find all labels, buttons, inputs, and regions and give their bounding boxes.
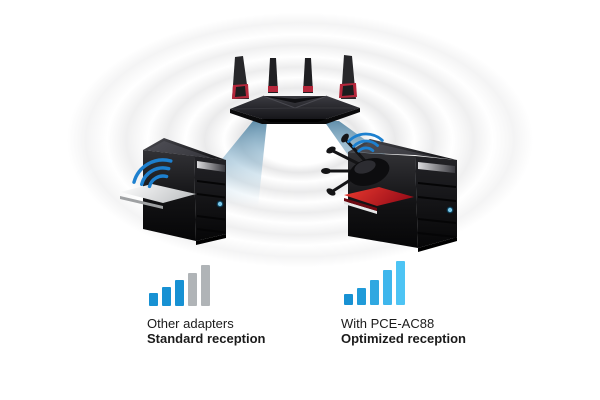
signal-bar (344, 294, 353, 305)
signal-bar (396, 261, 405, 305)
signal-bar (149, 293, 158, 306)
caption-standard: Other adapters Standard reception (147, 316, 265, 346)
signal-bar (383, 270, 392, 305)
wifi-signal-arcs-icon (132, 158, 173, 189)
signal-bars-standard (149, 265, 210, 306)
signal-bar (357, 288, 366, 305)
signal-bar (370, 280, 379, 305)
caption-optimized: With PCE-AC88 Optimized reception (341, 316, 466, 346)
left-desktop-tower-icon (120, 138, 226, 245)
antenna-base-icon (321, 133, 390, 196)
router-body-icon (230, 95, 360, 124)
wifi-signal-arcs-icon (347, 132, 384, 153)
generic-adapter-card-icon (120, 184, 196, 209)
signal-bar (188, 273, 197, 306)
caption-optimized-line1: With PCE-AC88 (341, 316, 435, 331)
signal-bar (201, 265, 210, 306)
caption-optimized-line2: Optimized reception (341, 331, 466, 346)
router-antennas-icon (232, 55, 357, 99)
signal-bar (175, 280, 184, 306)
signal-bar (162, 287, 171, 306)
caption-standard-line2: Standard reception (147, 331, 266, 346)
pce-ac88-card-icon (344, 187, 414, 214)
caption-standard-line1: Other adapters (147, 316, 234, 331)
signal-bars-optimized (344, 261, 405, 305)
right-desktop-tower-icon (321, 132, 457, 252)
wifi-router-icon (230, 55, 360, 124)
